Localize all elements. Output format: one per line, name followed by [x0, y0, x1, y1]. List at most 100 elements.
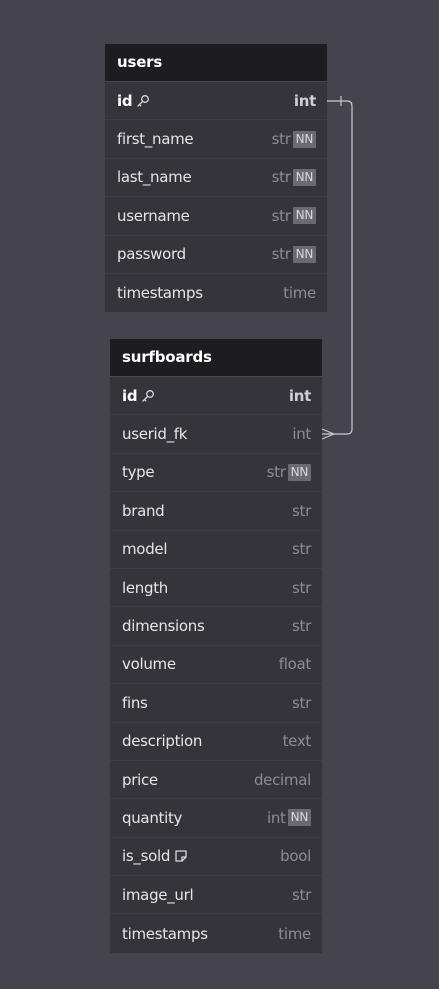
column-name: volume [122, 655, 176, 673]
column-type: str [292, 578, 311, 597]
column-name-text: price [122, 770, 158, 789]
column-type: str [292, 501, 311, 520]
column-type: str [292, 540, 311, 559]
column-type-group: int [294, 92, 316, 110]
column-type-group: bool [280, 847, 311, 865]
column-name: last_name [117, 168, 192, 187]
column-type-group: decimal [254, 771, 311, 789]
column-name-text: volume [122, 655, 176, 674]
column-type: int [293, 91, 316, 110]
not-null-badge: NN [292, 168, 316, 186]
column-name-text: timestamps [122, 924, 208, 943]
note-icon [174, 849, 188, 863]
column-type: str [292, 693, 311, 712]
column-row-surfboards-volume[interactable]: volume float [110, 646, 322, 685]
column-name-text: username [117, 206, 190, 225]
column-row-surfboards-brand[interactable]: brand str [110, 492, 322, 531]
column-row-surfboards-fins[interactable]: fins str [110, 684, 322, 723]
key-icon [141, 389, 155, 403]
column-name: dimensions [122, 617, 205, 635]
column-type-group: str [292, 579, 311, 597]
column-name-text: model [122, 540, 168, 559]
column-name-text: quantity [122, 808, 183, 827]
column-type: time [278, 924, 311, 943]
column-row-surfboards-model[interactable]: model str [110, 531, 322, 569]
column-row-surfboards-length[interactable]: length str [110, 569, 322, 608]
column-name: timestamps [117, 284, 203, 302]
column-row-surfboards-timestamps[interactable]: timestamps time [110, 914, 322, 952]
column-name: brand [122, 501, 165, 520]
column-type-group: time [283, 284, 316, 302]
column-type: str [266, 463, 286, 482]
column-name: first_name [117, 130, 194, 149]
column-name-text: description [122, 732, 203, 751]
column-type-group: str [292, 617, 311, 635]
column-row-surfboards-is_sold[interactable]: is_sold bool [110, 838, 322, 877]
column-type-group: int [289, 387, 311, 405]
column-name-text: type [122, 463, 155, 482]
not-null-badge: NN [287, 463, 311, 481]
column-row-users-timestamps[interactable]: timestamps time [105, 274, 327, 312]
column-name-text: password [117, 245, 186, 264]
column-name: password [117, 245, 186, 263]
column-name: quantity [122, 809, 182, 827]
column-name: length [122, 579, 168, 597]
column-type: int [266, 808, 286, 827]
column-row-surfboards-userid_fk[interactable]: userid_fk int [110, 415, 322, 454]
column-name-text: first_name [117, 130, 194, 149]
column-type: str [271, 245, 291, 264]
column-name-text: id [122, 386, 138, 405]
column-name: fins [122, 694, 148, 712]
column-name-text: last_name [117, 168, 192, 187]
column-name: username [117, 207, 190, 225]
column-name-text: image_url [122, 885, 194, 904]
column-row-surfboards-image_url[interactable]: image_url str [110, 876, 322, 915]
column-type-group: time [278, 925, 311, 943]
column-row-surfboards-price[interactable]: price decimal [110, 761, 322, 800]
relationship-line[interactable] [322, 100, 353, 435]
column-row-surfboards-dimensions[interactable]: dimensions str [110, 607, 322, 646]
column-name: timestamps [122, 925, 208, 943]
column-type: str [271, 206, 291, 225]
column-name-text: brand [122, 501, 165, 520]
column-name: id [122, 387, 155, 405]
column-type: float [278, 655, 312, 674]
column-type-group: str [292, 502, 311, 520]
column-name-text: timestamps [117, 284, 203, 303]
column-type-group: str [292, 886, 311, 904]
column-type: time [283, 284, 316, 303]
table-header-surfboards[interactable]: surfboards [110, 339, 322, 377]
column-type: str [271, 168, 291, 187]
not-null-badge: NN [292, 245, 316, 263]
column-name-text: id [117, 91, 133, 110]
column-type: decimal [253, 770, 311, 789]
column-name: is_sold [122, 847, 188, 865]
column-name: price [122, 771, 158, 789]
column-type-group: float [278, 655, 312, 674]
column-name: description [122, 732, 202, 750]
column-row-surfboards-id[interactable]: id int [110, 377, 322, 416]
column-type-group: str [292, 694, 311, 712]
column-type: int [292, 425, 311, 444]
column-name-text: length [122, 578, 169, 597]
column-row-users-id[interactable]: id int [105, 82, 327, 121]
column-name: userid_fk [122, 425, 187, 443]
column-type: int [288, 386, 311, 405]
column-name-text: is_sold [122, 847, 171, 866]
table-header-users[interactable]: users [105, 44, 327, 82]
